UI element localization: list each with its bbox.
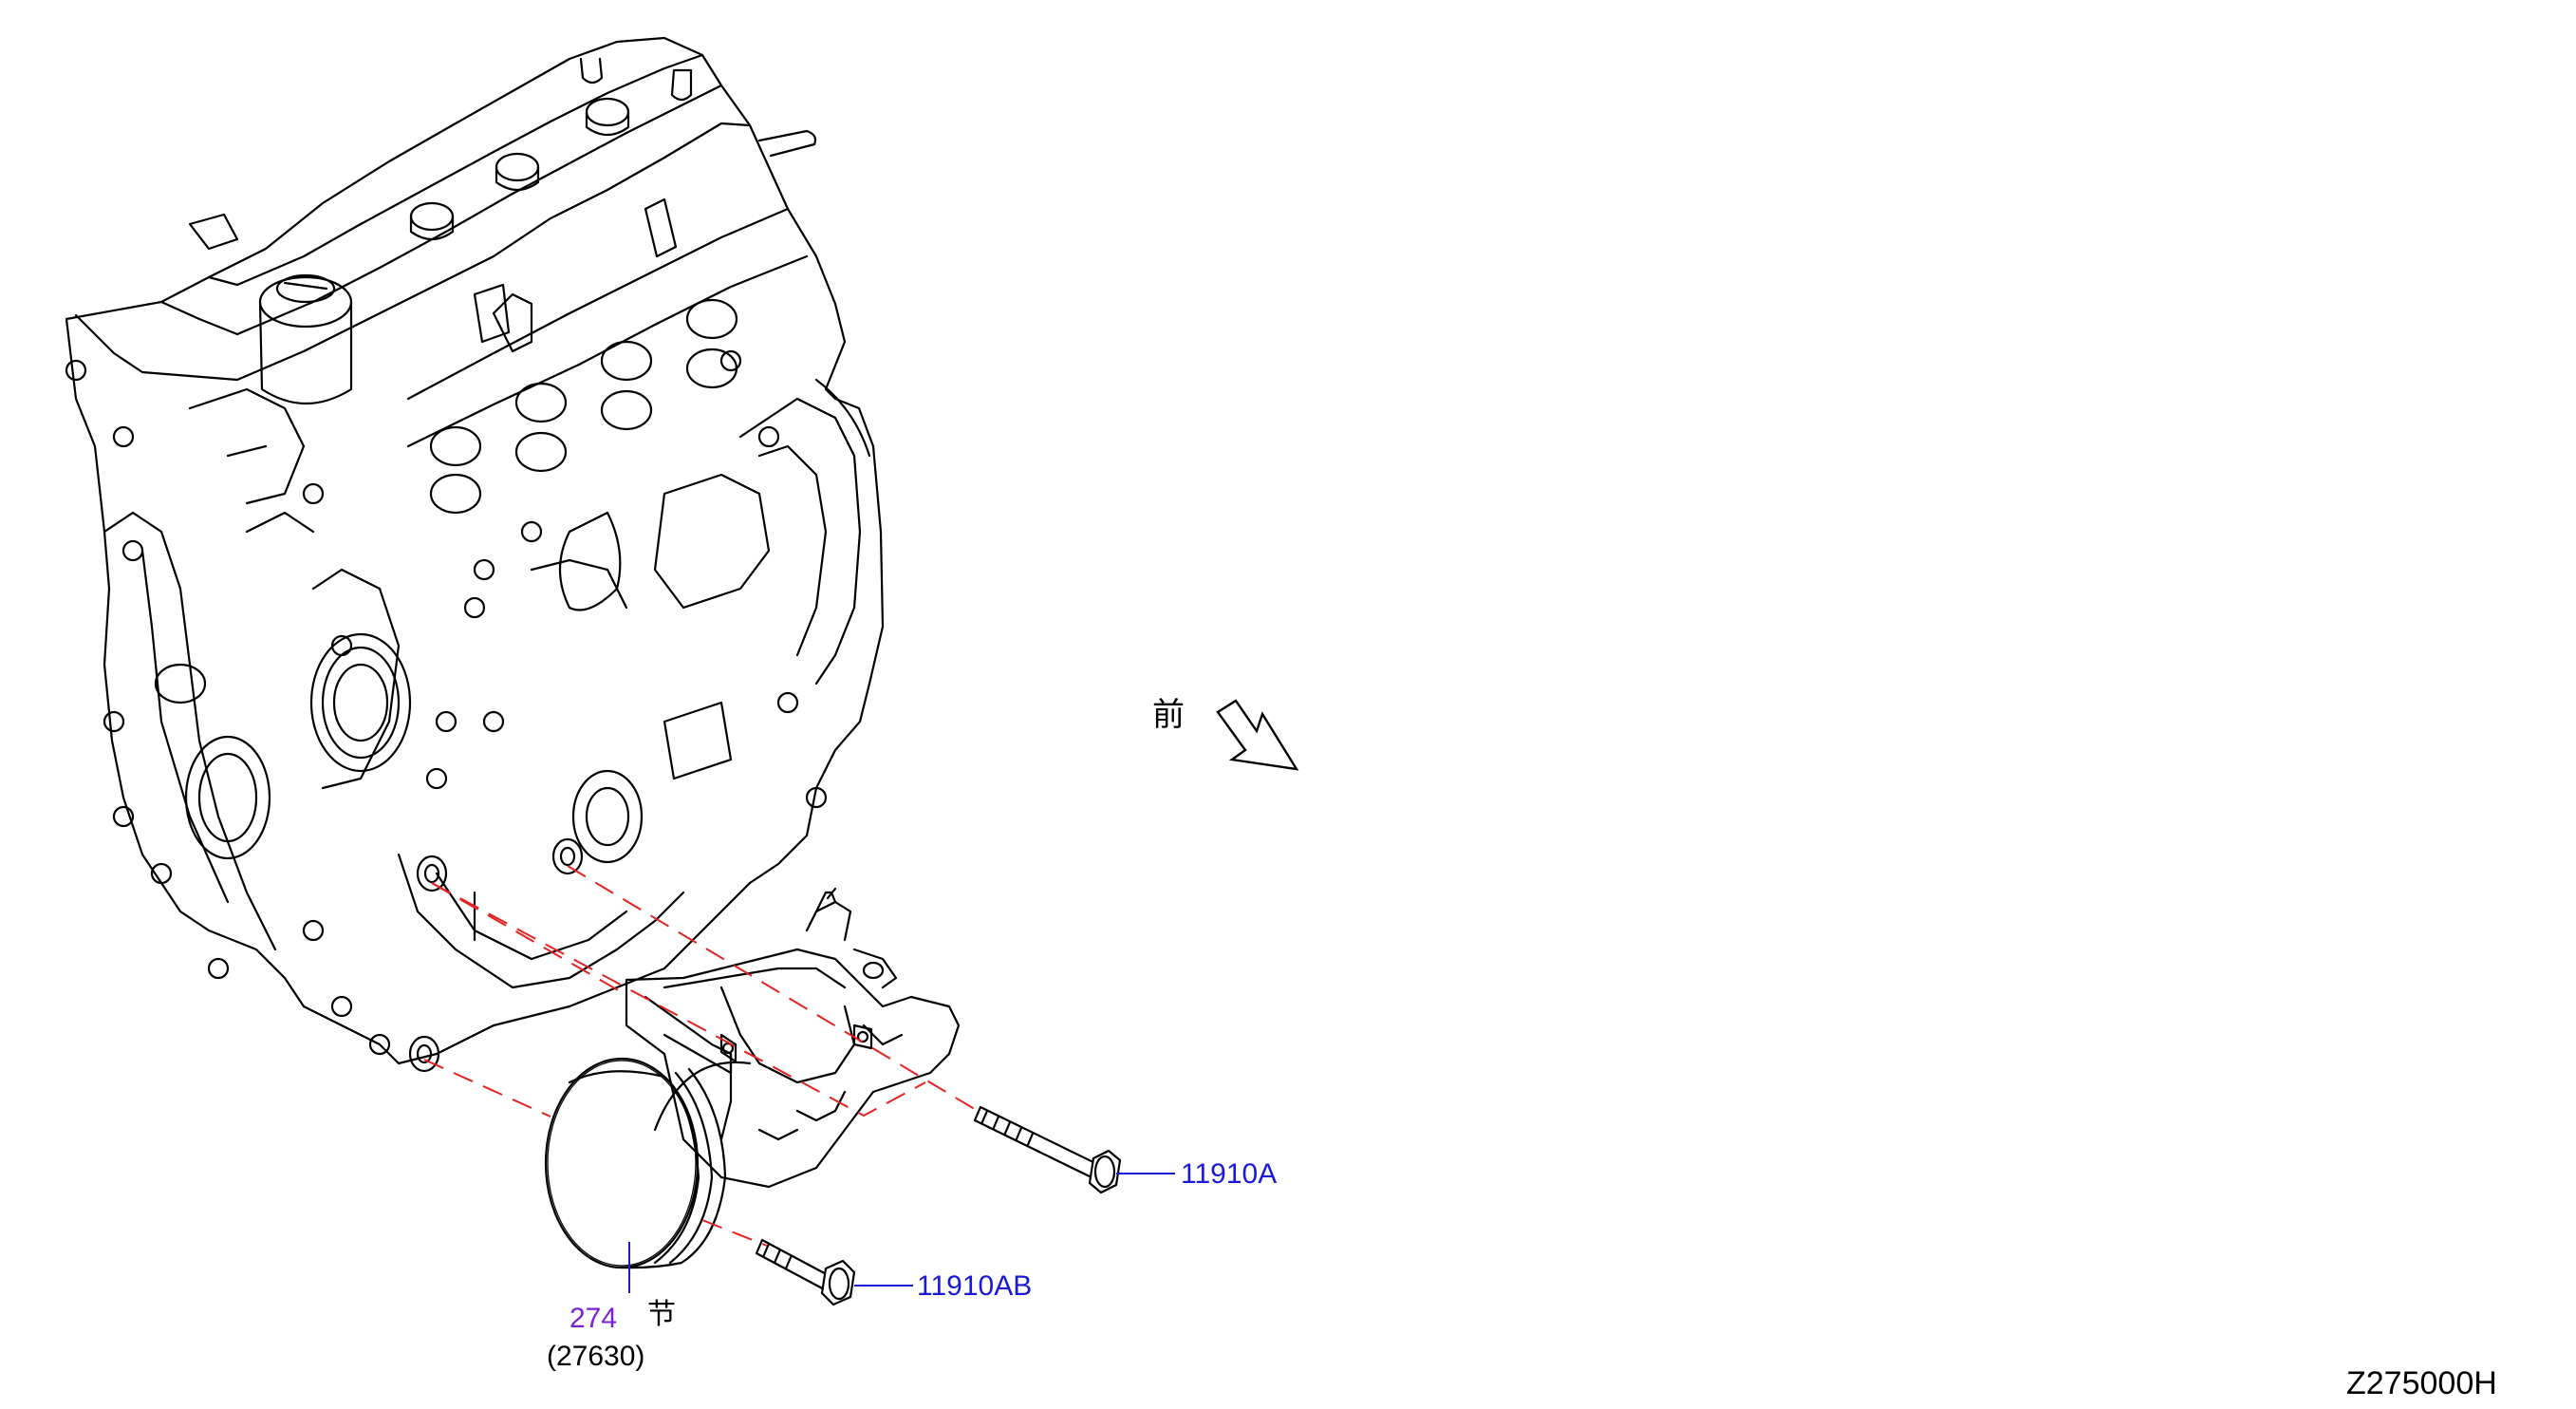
bolt-11910ab-drawing [755,1238,856,1306]
alignment-guides [423,865,979,1247]
bolt-11910a-drawing [973,1105,1122,1194]
part-label-11910ab[interactable]: 11910AB [917,1270,1033,1302]
front-label: 前 [1152,697,1185,733]
diagram-code: Z275000H [2346,1365,2497,1401]
compressor-part-number: (27630) [547,1341,645,1372]
front-direction-arrow-icon [1216,699,1299,771]
engine-assembly-drawing [65,36,885,1073]
leader-lines [628,1173,1175,1293]
section-suffix-label: 节 [647,1299,676,1330]
ac-compressor-drawing [544,887,961,1269]
section-number-label[interactable]: 274 [569,1303,618,1334]
part-label-11910a[interactable]: 11910A [1181,1158,1278,1190]
